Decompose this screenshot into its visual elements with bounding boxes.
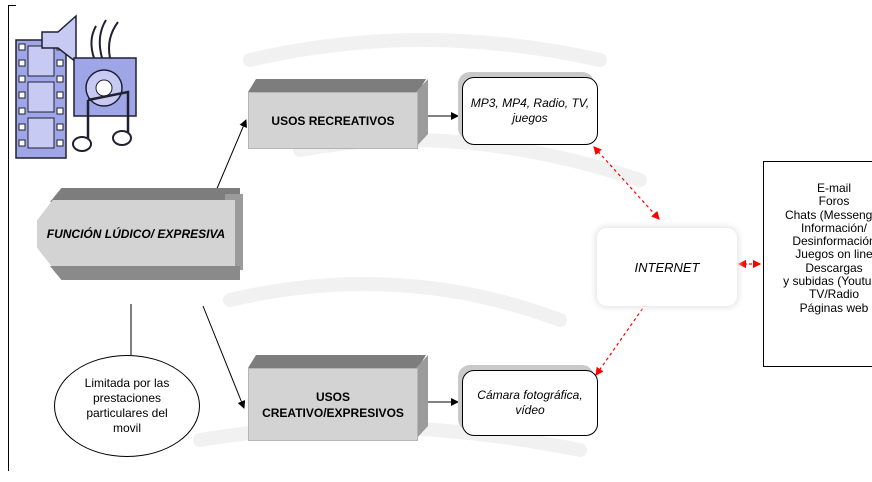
service-item: y subidas (Youtube	[783, 274, 872, 289]
function-box-top	[50, 188, 240, 202]
media-clipart-icon	[15, 14, 137, 159]
creative-label-line1: USOS	[315, 389, 350, 404]
limitation-oval: Limitada por las prestaciones particular…	[54, 355, 200, 457]
function-box-bottom-shadow	[50, 266, 240, 280]
service-item: TV/Radio	[808, 287, 860, 302]
recreational-examples-box: MP3, MP4, Radio, TV, juegos	[462, 77, 598, 145]
function-box: FUNCIÓN LÚDICO/ EXPRESIVA	[37, 200, 235, 268]
limitation-line: particulares del	[86, 406, 168, 420]
service-item: Chats (Messenger	[784, 207, 872, 222]
internet-services-box: E-mail Foros Chats (Messenger Informació…	[763, 161, 872, 367]
recreational-label: USOS RECREATIVOS	[271, 113, 395, 128]
creative-label-line2: CREATIVO/EXPRESIVOS	[262, 405, 404, 420]
service-item: E-mail	[816, 181, 851, 195]
creative-box-side	[416, 355, 428, 439]
limitation-line: movil	[112, 421, 141, 435]
limitation-line: prestaciones	[92, 391, 162, 405]
recreational-box: USOS RECREATIVOS	[248, 92, 418, 149]
service-item: Páginas web	[799, 300, 869, 315]
recreational-examples: MP3, MP4, Radio, TV, juegos	[470, 96, 590, 125]
internet-services-list: E-mail Foros Chats (Messenger Informació…	[764, 181, 872, 315]
service-item: Información/	[800, 220, 868, 235]
service-item: Juegos on line	[795, 247, 872, 262]
function-label: FUNCIÓN LÚDICO/ EXPRESIVA	[46, 227, 226, 241]
recreational-box-top	[248, 79, 426, 92]
service-item: Desinformación	[792, 234, 872, 249]
creative-examples: Cámara fotográfica, vídeo	[477, 388, 583, 417]
creative-box-top	[248, 355, 426, 368]
creative-examples-box: Cámara fotográfica, vídeo	[462, 370, 598, 436]
limitation-text: Limitada por las prestaciones particular…	[85, 376, 170, 436]
service-item: Descargas	[805, 260, 863, 275]
frame-bracket	[8, 5, 16, 471]
recreational-box-side	[416, 79, 428, 147]
internet-box: INTERNET	[597, 228, 737, 306]
limitation-line: Limitada por las	[84, 376, 170, 390]
creative-box: USOS CREATIVO/EXPRESIVOS	[248, 368, 418, 441]
internet-label: INTERNET	[634, 259, 700, 275]
service-item: Foros	[818, 194, 850, 209]
